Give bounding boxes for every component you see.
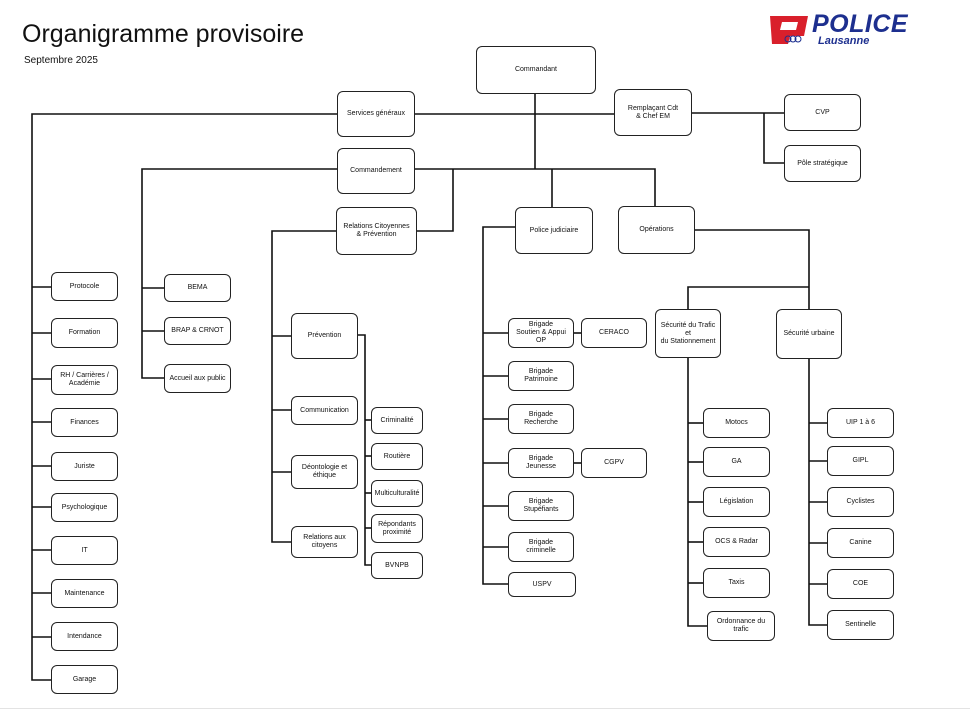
node-rh-carrieres: RH / Carrières / Académie bbox=[51, 365, 118, 395]
node-criminalite: Criminalité bbox=[371, 407, 423, 434]
node-legislation: Législation bbox=[703, 487, 770, 517]
page-title: Organigramme provisoire bbox=[22, 20, 305, 48]
node-intendance: Intendance bbox=[51, 622, 118, 651]
node-taxis: Taxis bbox=[703, 568, 770, 598]
node-brigade-stupefiants: Brigade Stupéfiants bbox=[508, 491, 574, 521]
node-brigade-recherche: Brigade Recherche bbox=[508, 404, 574, 434]
node-relations-citoyens: Relations aux citoyens bbox=[291, 526, 358, 558]
node-cgpv: CGPV bbox=[581, 448, 647, 478]
node-securite-urbaine: Sécurité urbaine bbox=[776, 309, 842, 359]
logo-city: Lausanne bbox=[818, 35, 870, 47]
node-bema: BEMA bbox=[164, 274, 231, 302]
node-brigade-jeunesse: Brigade Jeunesse bbox=[508, 448, 574, 478]
node-cvp: CVP bbox=[784, 94, 861, 131]
node-finances: Finances bbox=[51, 408, 118, 437]
node-operations: Opérations bbox=[618, 206, 695, 254]
node-protocole: Protocole bbox=[51, 272, 118, 301]
node-juriste: Juriste bbox=[51, 452, 118, 481]
node-deontologie: Déontologie et éthique bbox=[291, 455, 358, 489]
logo-name: POLICE bbox=[812, 10, 909, 38]
node-brap-crnot: BRAP & CRNOT bbox=[164, 317, 231, 345]
node-pole-strategique: Pôle stratégique bbox=[784, 145, 861, 182]
node-communication: Communication bbox=[291, 396, 358, 425]
node-routiere: Routière bbox=[371, 443, 423, 470]
node-securite-trafic: Sécurité du Trafic et du Stationnement bbox=[655, 309, 721, 358]
node-ordonnance-trafic: Ordonnance du trafic bbox=[707, 611, 775, 641]
node-brigade-criminelle: Brigade criminelle bbox=[508, 532, 574, 562]
node-remplacant-cdt: Remplaçant Cdt & Chef EM bbox=[614, 89, 692, 136]
node-ocs-radar: OCS & Radar bbox=[703, 527, 770, 557]
node-coe: COE bbox=[827, 569, 894, 599]
node-formation: Formation bbox=[51, 318, 118, 348]
node-ga: GA bbox=[703, 447, 770, 477]
node-uspv: USPV bbox=[508, 572, 576, 597]
node-sentinelle: Sentinelle bbox=[827, 610, 894, 640]
node-garage: Garage bbox=[51, 665, 118, 694]
page-subtitle: Septembre 2025 bbox=[24, 55, 98, 66]
bottom-divider bbox=[0, 708, 970, 709]
node-brigade-patrimoine: Brigade Patrimoine bbox=[508, 361, 574, 391]
node-psychologique: Psychologique bbox=[51, 493, 118, 522]
node-relations-citoyennes: Relations Citoyennes & Prévention bbox=[336, 207, 417, 255]
node-uip: UIP 1 à 6 bbox=[827, 408, 894, 438]
node-cyclistes: Cyclistes bbox=[827, 487, 894, 517]
node-gipl: GIPL bbox=[827, 446, 894, 476]
node-ceraco: CERACO bbox=[581, 318, 647, 348]
node-brigade-soutien-appui: Brigade Soutien & Appui OP bbox=[508, 318, 574, 348]
node-repondants-proximite: Répondants proximité bbox=[371, 514, 423, 543]
node-motocs: Motocs bbox=[703, 408, 770, 438]
node-bvnpb: BVNPB bbox=[371, 552, 423, 579]
node-maintenance: Maintenance bbox=[51, 579, 118, 608]
node-police-judiciaire: Police judiciaire bbox=[515, 207, 593, 254]
police-lausanne-logo bbox=[770, 16, 808, 44]
node-multiculturalite: Multiculturalité bbox=[371, 480, 423, 507]
node-accueil-public: Accueil aux public bbox=[164, 364, 231, 393]
node-commandant: Commandant bbox=[476, 46, 596, 94]
node-canine: Canine bbox=[827, 528, 894, 558]
node-prevention: Prévention bbox=[291, 313, 358, 359]
node-commandement: Commandement bbox=[337, 148, 415, 194]
node-it: IT bbox=[51, 536, 118, 565]
node-services-generaux: Services généraux bbox=[337, 91, 415, 137]
